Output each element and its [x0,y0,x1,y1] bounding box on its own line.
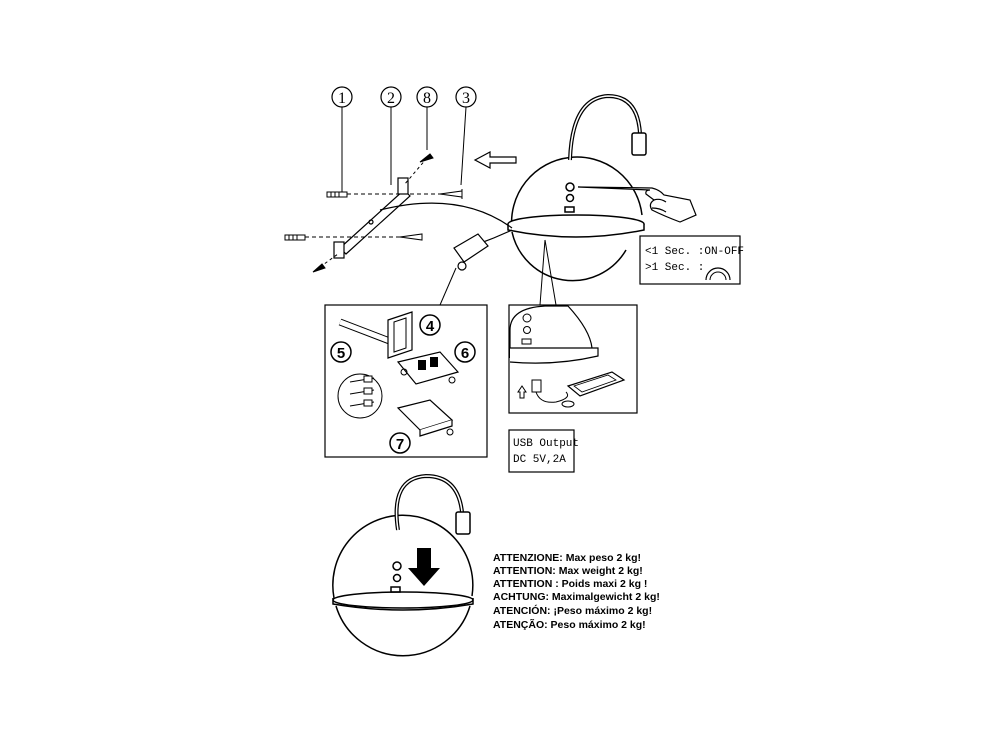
insert-arrow-icon [517,385,527,399]
warning-it: ATTENZIONE: Max peso 2 kg! [493,552,641,564]
callout-6: 6 [454,341,476,363]
usb-plug-icon [531,379,542,393]
svg-text:7: 7 [396,436,404,453]
callout-2: 2 [380,86,402,185]
mounting-bracket [333,177,411,259]
usb-line-2: DC 5V,2A [513,454,566,466]
down-arrow-icon [408,548,440,586]
warning-fr: ATTENTION : Poids maxi 2 kg ! [493,578,647,590]
dimmer-arc-icon [705,267,731,281]
callout-1: 1 [331,86,353,192]
leader-line-left [439,267,457,306]
leader-line-right [539,239,557,306]
svg-text:8: 8 [423,90,431,107]
svg-text:1: 1 [338,90,346,107]
svg-text:3: 3 [462,90,470,107]
screw-top [439,189,463,199]
svg-text:2: 2 [387,90,395,107]
wall-plug-bottom [284,233,423,241]
warning-es: ATENCIÓN: ¡Peso máximo 2 kg! [493,604,652,617]
callout-3: 3 [455,86,477,186]
warning-pt: ATENÇÃO: Peso máximo 2 kg! [493,618,646,631]
callout-8: 8 [416,86,438,150]
direction-arrow-icon [473,151,517,169]
switch-info-box: <1 Sec. :ON-OFF >1 Sec. : [639,235,744,285]
svg-text:5: 5 [337,345,345,362]
screw-8 [403,153,434,186]
callout-4: 4 [419,314,441,336]
svg-text:4: 4 [426,318,435,335]
usb-info-box: USB Output DC 5V,2A [508,429,579,473]
warning-de: ACHTUNG: Maximalgewicht 2 kg! [493,591,660,603]
terminal-connector [453,233,489,271]
smartphone-icon [566,371,626,397]
callout-7: 7 [389,432,411,454]
warning-en: ATTENTION: Max weight 2 kg! [493,565,643,577]
wiring-detail-panel: 4 5 6 7 [324,304,488,458]
finger-hand-icon [577,186,697,223]
usb-detail-panel [508,304,638,414]
switch-line-2: >1 Sec. : [645,262,704,274]
switch-line-1: <1 Sec. :ON-OFF [645,246,744,258]
screw-bottom [312,253,339,273]
lamp-main [507,93,647,282]
power-cable [379,202,513,229]
usb-line-1: USB Output [513,438,579,450]
weight-warning-list: ATTENZIONE: Max peso 2 kg! ATTENTION: Ma… [493,552,660,631]
lamp-load [332,473,474,657]
svg-text:6: 6 [461,345,469,362]
callout-5: 5 [330,341,352,363]
